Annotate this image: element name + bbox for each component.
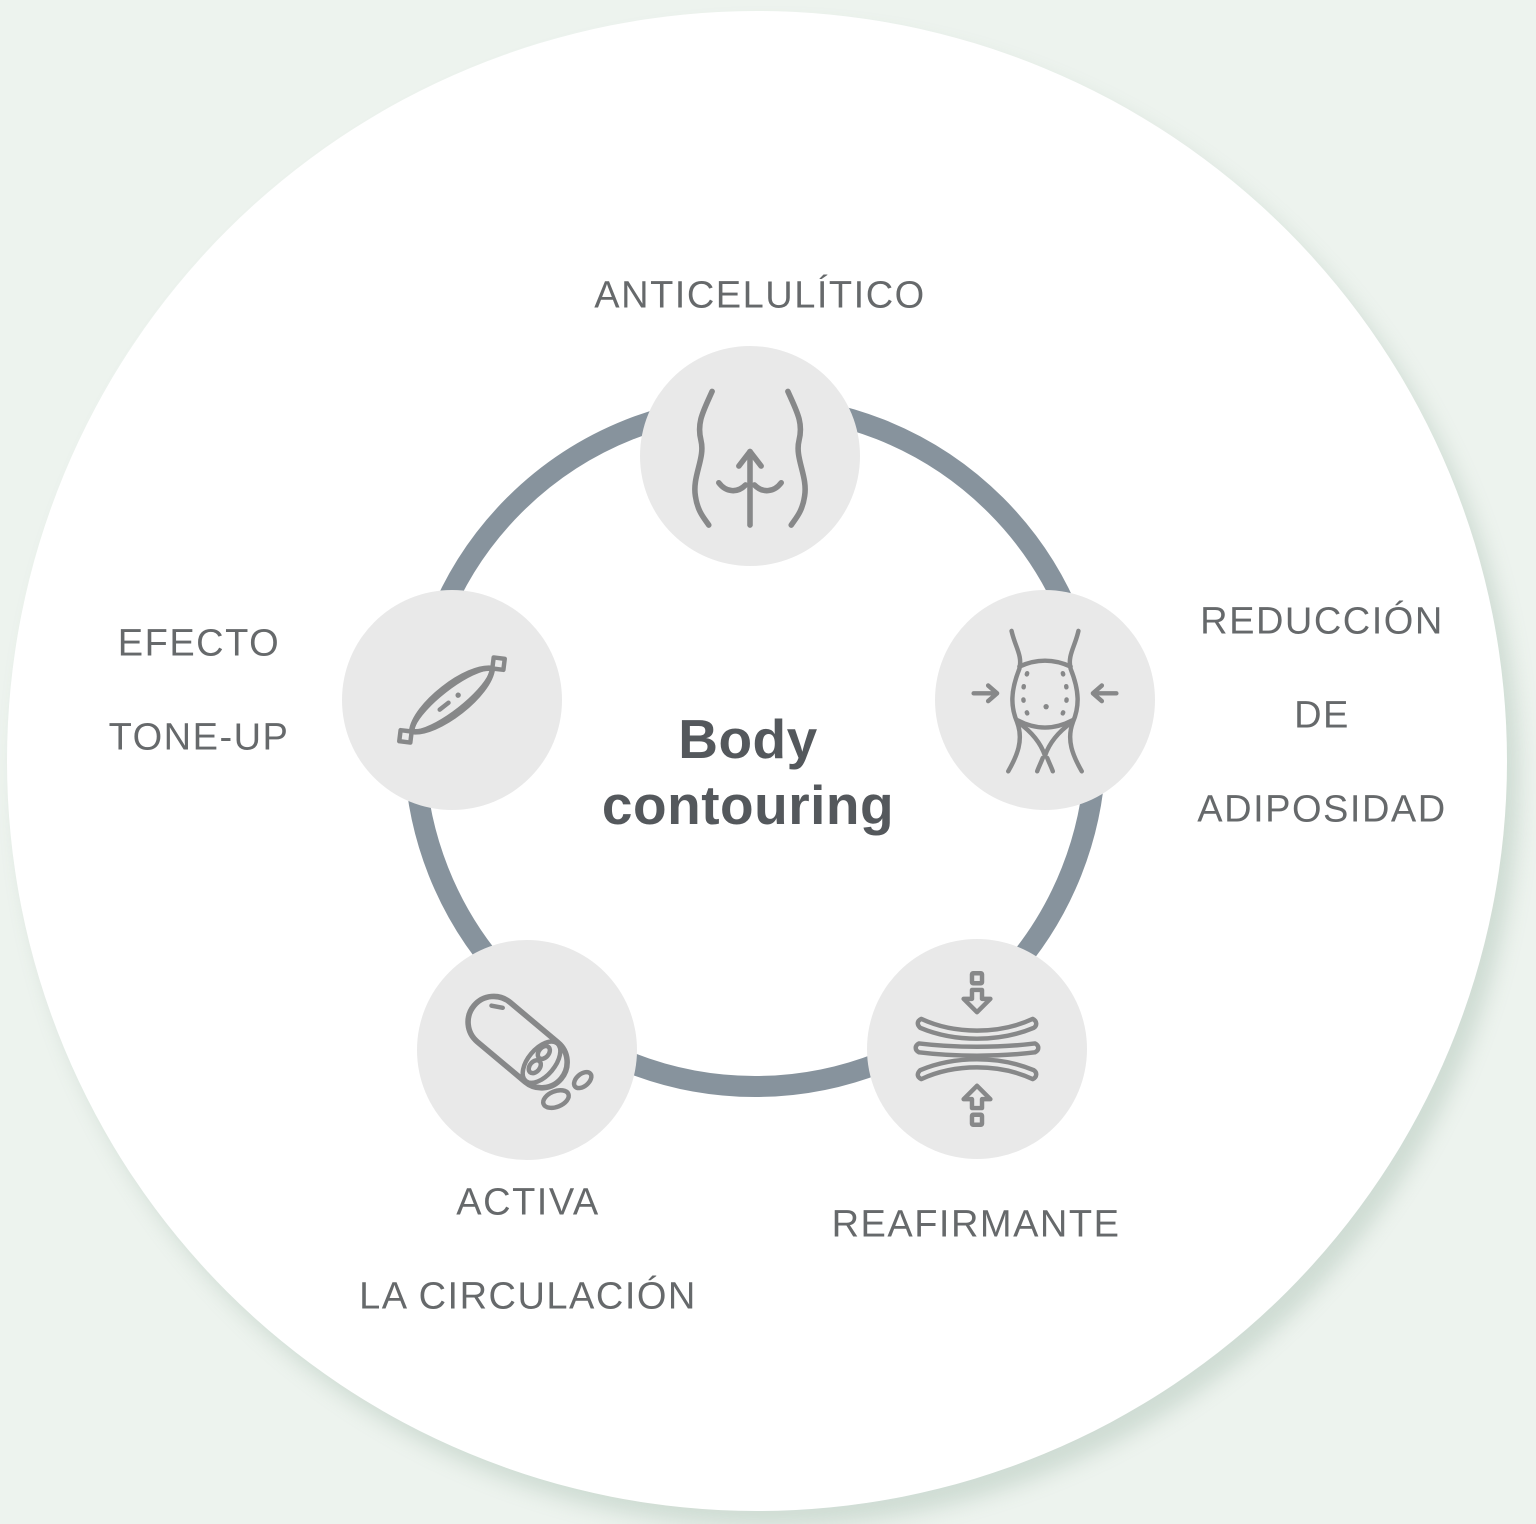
label-toneup-line1: EFECTO bbox=[117, 622, 281, 665]
label-reduccion-line2: DE bbox=[1294, 694, 1350, 737]
page-title-line2: contouring bbox=[601, 774, 895, 836]
node-anticelulitico bbox=[640, 346, 860, 566]
muscle-icon bbox=[397, 655, 507, 745]
page-title: Body contouring bbox=[602, 706, 894, 838]
label-toneup: EFECTO TONE-UP bbox=[109, 621, 290, 762]
label-toneup-line2: TONE-UP bbox=[108, 716, 290, 759]
skin-layers-icon bbox=[913, 971, 1041, 1127]
node-reduccion bbox=[935, 590, 1155, 810]
label-circulacion-line1: ACTIVA bbox=[456, 1181, 600, 1224]
blood-vessel-icon bbox=[465, 993, 594, 1111]
label-circulacion-line2: LA CIRCULACIÓN bbox=[359, 1275, 697, 1318]
body-contour-icon bbox=[692, 388, 808, 528]
waist-reduction-icon bbox=[971, 628, 1119, 774]
label-circulacion: ACTIVA LA CIRCULACIÓN bbox=[359, 1180, 697, 1321]
label-reduccion: REDUCCIÓN DE ADIPOSIDAD bbox=[1197, 599, 1446, 834]
label-reduccion-line3: ADIPOSIDAD bbox=[1197, 788, 1447, 831]
node-circulacion bbox=[417, 940, 637, 1160]
label-reduccion-line1: REDUCCIÓN bbox=[1200, 600, 1444, 643]
node-toneup bbox=[342, 590, 562, 810]
page-title-line1: Body bbox=[678, 708, 818, 770]
node-reafirmante bbox=[867, 939, 1087, 1159]
label-reafirmante: REAFIRMANTE bbox=[831, 1203, 1121, 1246]
label-anticelulitico: ANTICELULÍTICO bbox=[594, 274, 926, 317]
